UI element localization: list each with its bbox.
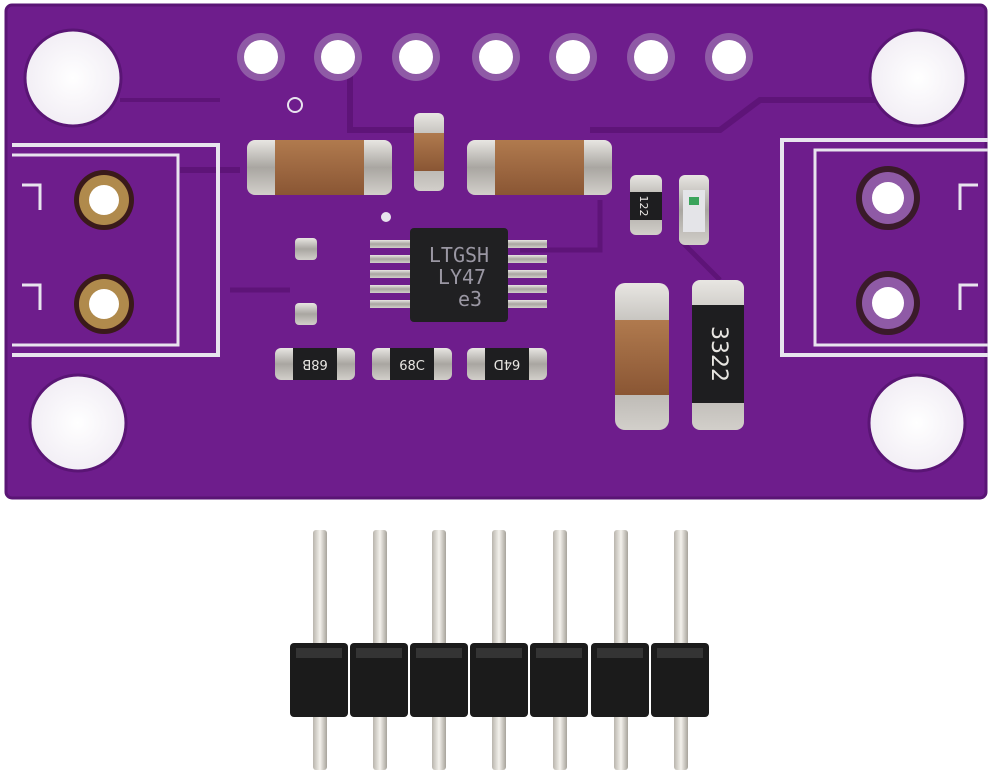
mounting-hole-bottom-left (28, 373, 128, 473)
resistor-top-right: 122 (630, 175, 662, 235)
resistor-code-68c: 68C (399, 359, 425, 374)
resistor-bottom-2: 68C (372, 348, 452, 380)
led (679, 175, 709, 245)
capacitor-left (247, 140, 392, 195)
resistor-code-64d: 64D (494, 356, 521, 371)
ic-chip: LTGSH LY47 e3 (370, 228, 547, 322)
silk-markings (287, 97, 391, 222)
resistor-large: 3322 (692, 280, 744, 430)
mounting-hole-top-left (23, 28, 123, 128)
capacitor-center-small (414, 113, 444, 191)
chip-marking-line2: LY47 (438, 265, 486, 289)
capacitor-large-vertical (615, 283, 669, 430)
left-connector (12, 143, 220, 357)
capacitor-right (467, 140, 612, 195)
chip-marking-line1: LTGSH (429, 243, 489, 267)
mounting-hole-top-right (868, 28, 968, 128)
header-housing (290, 643, 709, 717)
resistor-code-3322: 3322 (706, 326, 731, 382)
mounting-hole-bottom-right (867, 373, 967, 473)
resistor-code-68b: 68B (302, 356, 327, 371)
chip-marking-line3: e3 (458, 287, 482, 311)
resistor-code-122: 122 (637, 196, 650, 217)
mounting-holes (23, 28, 968, 473)
resistor-bottom-1: 68B (275, 348, 355, 380)
pin-header (290, 530, 709, 770)
chip-body (410, 228, 508, 322)
right-connector (780, 138, 988, 357)
header-pads (237, 33, 753, 81)
resistor-bottom-3: 64D (467, 348, 547, 380)
capacitor-vertical-left (295, 238, 317, 325)
